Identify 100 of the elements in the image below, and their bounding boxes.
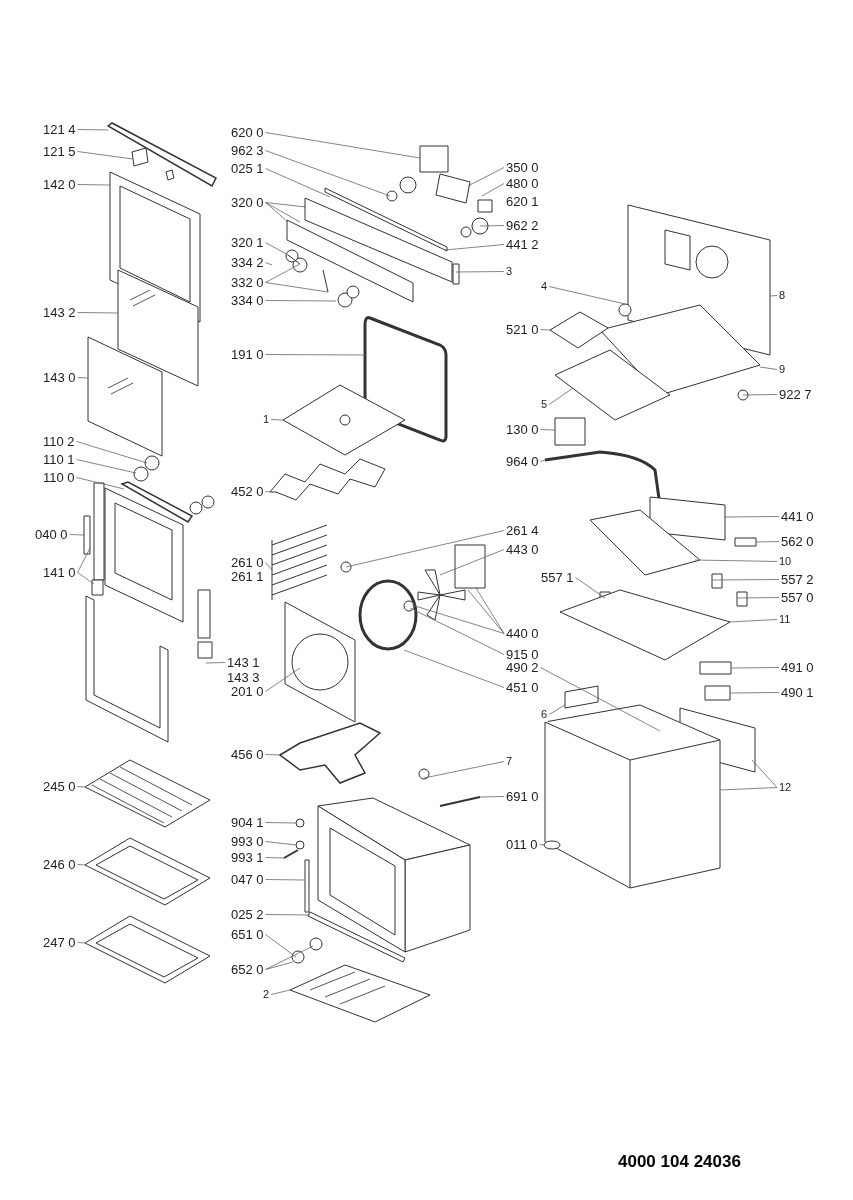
callout-number: 320 0 <box>230 195 265 210</box>
leader-line <box>455 271 505 273</box>
leader-line <box>265 202 307 208</box>
callout-number: 332 0 <box>230 275 265 290</box>
callout-number: 652 0 <box>230 962 265 977</box>
callout-number: 441 2 <box>505 237 540 252</box>
callout-number: 962 2 <box>505 218 540 233</box>
leader-line <box>345 530 505 568</box>
leader-line <box>444 244 505 251</box>
leader-line <box>77 864 86 866</box>
callout-number: 620 0 <box>230 125 265 140</box>
callout-number: 110 0 <box>42 470 76 485</box>
leader-line <box>265 945 314 970</box>
callout-number: 490 1 <box>780 685 815 700</box>
leader-line <box>479 225 505 227</box>
callout-number: 993 0 <box>230 834 265 849</box>
callout-number: 6 <box>540 707 549 722</box>
callout-number: 110 2 <box>42 434 76 449</box>
leader-line <box>729 692 780 694</box>
leader-line <box>467 589 505 634</box>
leader-line <box>265 754 281 756</box>
leader-line <box>481 183 505 197</box>
leader-line <box>77 312 119 314</box>
leader-line <box>575 577 606 599</box>
callout-number: 334 2 <box>230 255 265 270</box>
leader-line <box>265 914 311 916</box>
leader-line <box>265 150 391 197</box>
callout-number: 904 1 <box>230 815 265 830</box>
leader-line <box>736 597 780 599</box>
callout-number: 141 0 <box>42 565 77 580</box>
callout-number: 480 0 <box>505 176 540 191</box>
callout-number: 651 0 <box>230 927 265 942</box>
leader-line <box>539 844 545 846</box>
leader-line <box>265 667 301 692</box>
callout-number: 443 0 <box>505 542 540 557</box>
callout-number: 490 2 <box>505 660 540 675</box>
callout-number: 261 1 <box>230 569 265 584</box>
leader-line <box>755 541 780 543</box>
leader-line <box>69 534 85 536</box>
callout-number: 456 0 <box>230 747 265 762</box>
leader-line <box>751 759 778 788</box>
leader-line <box>265 300 337 302</box>
leader-line <box>265 282 329 293</box>
leader-line <box>76 477 125 490</box>
leader-line <box>270 419 284 421</box>
callout-number: 130 0 <box>505 422 540 437</box>
callout-number: 922 7 <box>778 387 813 402</box>
callout-number: 121 4 <box>42 122 77 137</box>
leader-line <box>467 167 505 187</box>
leader-line <box>77 377 89 379</box>
leader-line <box>77 184 111 186</box>
callout-number: 452 0 <box>230 484 265 499</box>
leader-line <box>265 841 297 846</box>
callout-number: 025 2 <box>230 907 265 922</box>
callout-number: 191 0 <box>230 347 265 362</box>
leader-line <box>759 366 778 370</box>
leader-line <box>742 394 778 396</box>
callout-number: 521 0 <box>505 322 540 337</box>
leader-line <box>265 491 271 493</box>
leader-line <box>265 562 273 571</box>
leader-line <box>76 459 137 474</box>
callout-number: 491 0 <box>780 660 815 675</box>
callout-number: 620 1 <box>505 194 540 209</box>
leader-line <box>711 579 780 581</box>
leader-line <box>265 202 301 223</box>
callout-number: 143 0 <box>42 370 77 385</box>
callout-number: 201 0 <box>230 684 265 699</box>
callout-number: 451 0 <box>505 680 540 695</box>
callout-number: 993 1 <box>230 850 265 865</box>
leader-line <box>265 202 289 223</box>
leader-line <box>540 429 556 431</box>
leader-line <box>409 607 505 655</box>
leader-line <box>540 459 546 462</box>
leader-line <box>265 132 421 159</box>
callout-number: 143 2 <box>42 305 77 320</box>
leader-line <box>265 857 285 859</box>
leader-line <box>265 961 294 970</box>
leader-line <box>475 587 505 634</box>
leader-line <box>265 354 366 356</box>
leader-line <box>76 441 148 464</box>
leader-line <box>77 151 134 160</box>
leader-line <box>77 129 109 131</box>
leader-line <box>769 295 778 297</box>
callout-number: 441 0 <box>780 509 815 524</box>
leader-line <box>265 879 306 881</box>
callout-number: 121 5 <box>42 144 77 159</box>
leader-line <box>439 549 505 576</box>
leader-line <box>694 559 778 562</box>
callout-number: 261 4 <box>505 523 540 538</box>
callout-number: 562 0 <box>780 534 815 549</box>
callout-number: 247 0 <box>42 935 77 950</box>
leader-line <box>265 262 273 266</box>
leader-line <box>540 329 551 331</box>
callout-number: 142 0 <box>42 177 77 192</box>
leader-line <box>265 168 331 198</box>
callout-number: 047 0 <box>230 872 265 887</box>
callout-number: 143 1 <box>226 655 261 670</box>
callout-number: 025 1 <box>230 161 265 176</box>
leader-line <box>77 942 86 944</box>
leader-line <box>548 704 566 715</box>
